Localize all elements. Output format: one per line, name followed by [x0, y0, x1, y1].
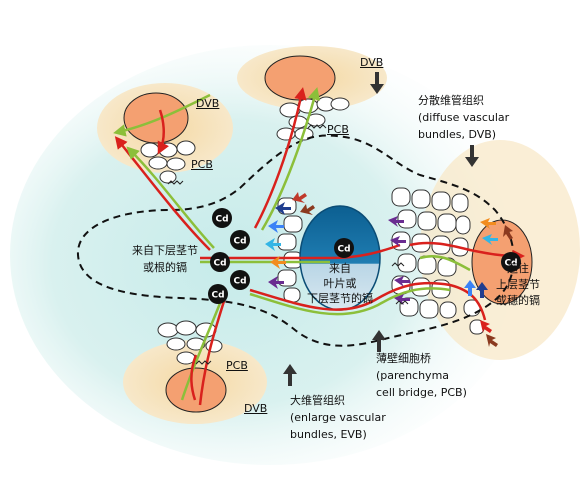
- transporter-arrow-icon: [503, 225, 513, 240]
- svg-text:Cd: Cd: [504, 259, 517, 269]
- cd-ion-icon: Cd: [230, 230, 250, 250]
- from-leaf-label-2: 叶片或: [323, 277, 357, 290]
- transporter-arrow-icons: [265, 192, 513, 347]
- pcb-lower-left-label: PCB: [226, 359, 248, 372]
- transporter-arrow-icon: [480, 320, 492, 333]
- cd-ion-icon: Cd: [208, 284, 228, 304]
- dvb-upper-left-label: DVB: [196, 97, 220, 110]
- dvb-bottom-label: DVB: [244, 402, 268, 415]
- pcb-description-en-2: cell bridge, PCB): [376, 386, 467, 399]
- cd-ion-icon: Cd: [230, 270, 250, 290]
- pointer-arrows: [283, 72, 479, 386]
- to-upper-label-2: 上层茎节: [496, 278, 540, 291]
- dvb-bottom: [123, 340, 267, 424]
- cd-ion-icon: Cd: [501, 252, 521, 272]
- node-dashed-outline: [76, 134, 515, 347]
- transporter-arrow-icon: [390, 236, 406, 247]
- pointer-arrow-icon: [370, 72, 384, 94]
- transporter-arrow-icon: [292, 192, 307, 203]
- dvb-description-en-2: bundles, DVB): [418, 128, 497, 141]
- transporter-arrow-icon: [270, 256, 286, 269]
- transporter-arrow-icon: [476, 282, 488, 298]
- pcb-upper-left-label: PCB: [191, 158, 213, 171]
- evb-description-en-2: bundles, EVB): [290, 428, 367, 441]
- transport-paths: [113, 87, 525, 406]
- dvb-description-cn: 分散维管组织: [418, 94, 484, 107]
- from-leaf-label-3: 下层茎节的镉: [307, 292, 373, 305]
- transporter-arrow-icon: [480, 218, 496, 229]
- svg-text:Cd: Cd: [337, 245, 350, 255]
- pointer-arrow-icon: [283, 364, 297, 386]
- svg-text:Cd: Cd: [233, 237, 246, 247]
- transporter-arrow-icon: [482, 234, 498, 245]
- pointer-arrow-icon: [465, 145, 479, 167]
- evb-description-cn: 大维管组织: [290, 394, 345, 407]
- cd-ion-icon: Cd: [212, 208, 232, 228]
- pcb-cells-lower-left: [157, 320, 223, 365]
- transporter-arrow-icon: [394, 276, 410, 287]
- pcb-description-en-1: (parenchyma: [376, 369, 450, 382]
- from-leaf-label-1: 来自: [329, 262, 351, 275]
- evb-description-en-1: (enlarge vascular: [290, 411, 386, 424]
- pcb-cells-left-column: [277, 197, 303, 303]
- membrane-zigzags: [167, 124, 409, 365]
- pcb-upper-label: PCB: [327, 123, 349, 136]
- transporter-arrow-icon: [486, 334, 498, 347]
- transporter-arrow-icon: [464, 280, 476, 296]
- transporter-arrow-icon: [275, 202, 291, 215]
- cd-ion-icon: Cd: [334, 238, 354, 258]
- to-upper-label-1: 运往: [507, 262, 529, 275]
- svg-text:Cd: Cd: [215, 215, 228, 225]
- transporter-arrow-icon: [300, 204, 315, 215]
- cd-ion-icon: Cd: [210, 252, 230, 272]
- svg-text:Cd: Cd: [211, 291, 224, 301]
- dvb-top-label: DVB: [360, 56, 384, 69]
- pointer-arrow-icon: [372, 330, 386, 352]
- transporter-arrow-icon: [268, 276, 284, 289]
- transporter-arrow-icon: [268, 220, 284, 233]
- svg-text:Cd: Cd: [213, 259, 226, 269]
- transporter-arrow-icon: [388, 216, 404, 227]
- svg-text:Cd: Cd: [233, 277, 246, 287]
- transporter-arrow-icon: [394, 294, 410, 305]
- pcb-description-cn: 薄壁细胞桥: [376, 352, 431, 365]
- transporter-arrow-icon: [265, 238, 281, 251]
- cd-ions: Cd Cd Cd Cd Cd Cd Cd: [208, 208, 521, 304]
- dvb-description-en-1: (diffuse vascular: [418, 111, 510, 124]
- from-lower-label-2: 或根的镉: [143, 261, 187, 274]
- from-lower-label-1: 来自下层茎节: [132, 244, 198, 257]
- to-upper-label-3: 或穗的镉: [496, 294, 540, 307]
